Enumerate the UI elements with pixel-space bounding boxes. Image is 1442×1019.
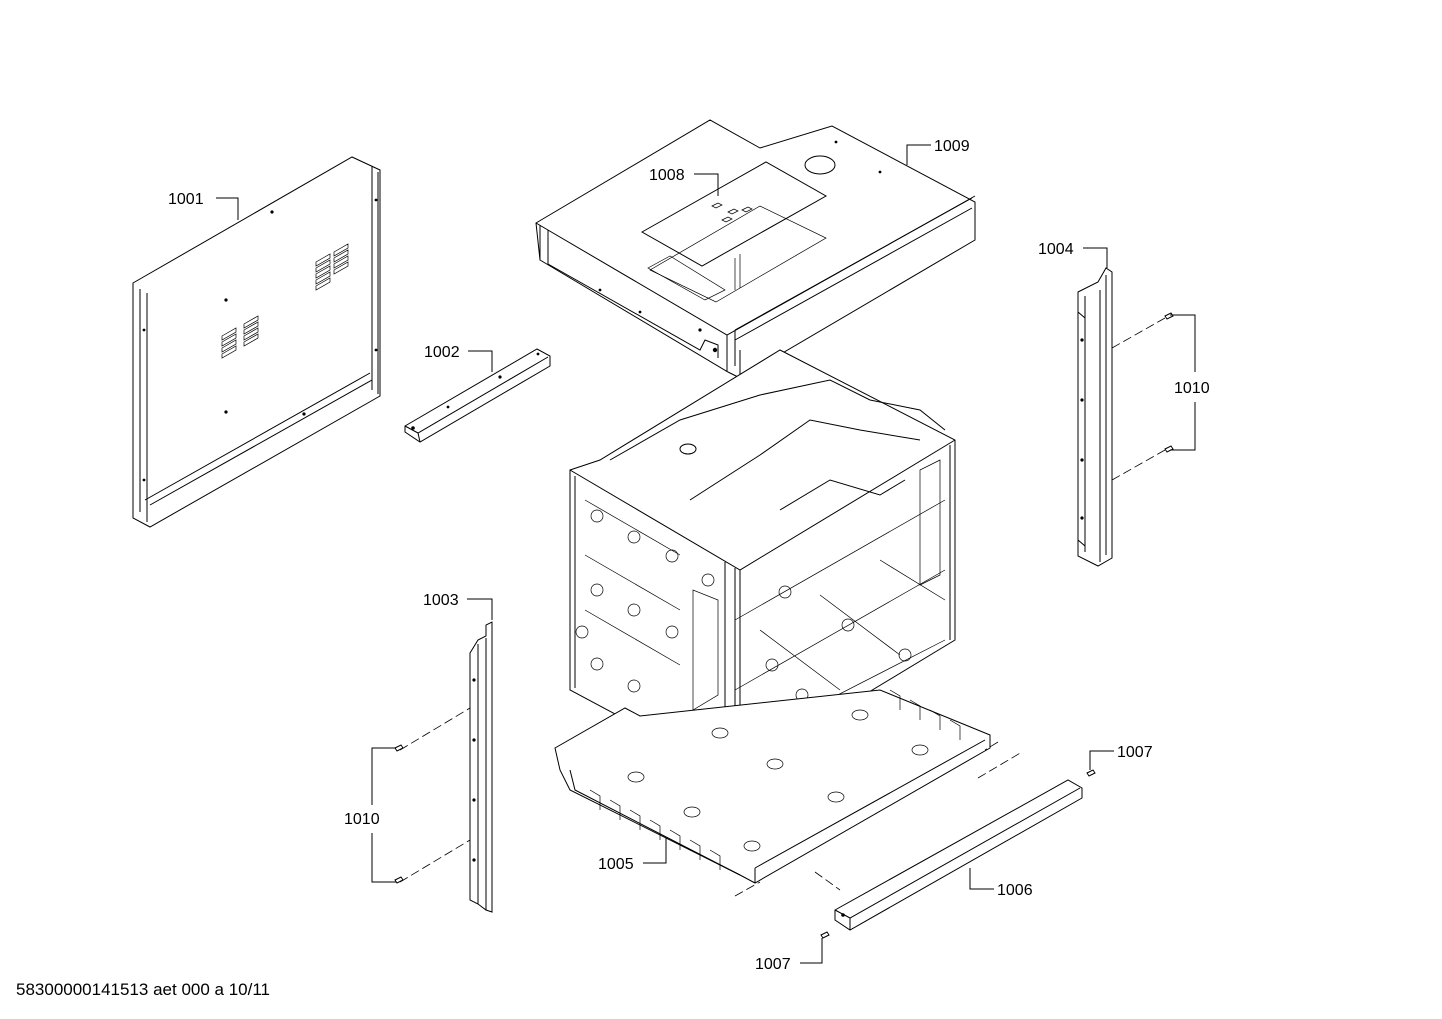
label-1006: 1006 bbox=[997, 882, 1033, 899]
screw-1007-bottom bbox=[820, 931, 830, 939]
label-1008: 1008 bbox=[649, 167, 685, 184]
part-1006-front-rail bbox=[734, 741, 1083, 931]
label-1002: 1002 bbox=[424, 344, 460, 361]
part-1002-bracket bbox=[404, 348, 551, 443]
part-1008-plate bbox=[640, 161, 828, 303]
part-1003-left-rail bbox=[394, 621, 493, 913]
label-1005: 1005 bbox=[598, 856, 634, 873]
part-1005-bottom-tray bbox=[554, 689, 991, 884]
label-1010-left: 1010 bbox=[344, 811, 380, 828]
label-1007-bottom: 1007 bbox=[755, 956, 791, 973]
label-1003: 1003 bbox=[423, 592, 459, 609]
label-1001: 1001 bbox=[168, 191, 204, 208]
label-1009: 1009 bbox=[934, 138, 970, 155]
leader-lines bbox=[216, 144, 1196, 964]
drawing-code: 58300000141513 aet 000 a 10/11 bbox=[16, 980, 270, 999]
part-1009-top-cover bbox=[535, 119, 976, 379]
label-1010-right: 1010 bbox=[1174, 380, 1210, 397]
label-1007-top: 1007 bbox=[1117, 744, 1153, 761]
label-1004: 1004 bbox=[1038, 241, 1074, 258]
part-1001-side-panel bbox=[132, 156, 381, 528]
screw-1007-top bbox=[1086, 769, 1096, 777]
part-1004-right-rail bbox=[1077, 267, 1174, 567]
